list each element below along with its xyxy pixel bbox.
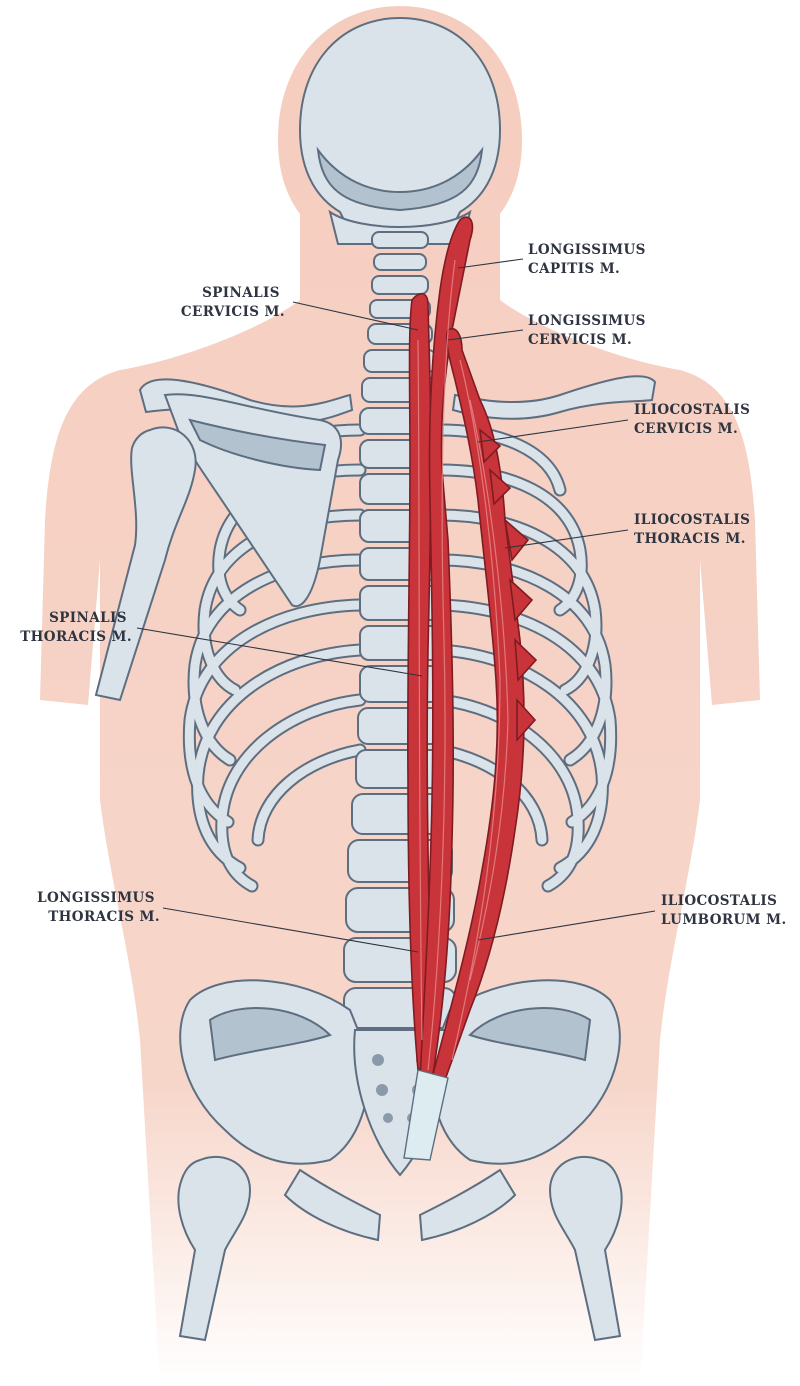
leader-spinalis-thoracis [136, 627, 423, 677]
leader-spinalis-cervicis [292, 301, 419, 331]
labels: LONGISSIMUS CAPITIS M. SPINALIS CERVICIS… [20, 242, 786, 928]
erector-tendon [403, 1069, 449, 1161]
label-longissimus-thoracis: LONGISSIMUS THORACIS M. [37, 890, 160, 925]
left-humerus [94, 426, 197, 702]
pelvis [179, 979, 621, 1242]
erector-spinae-muscles [403, 216, 538, 1161]
label-longissimus-cervicis: LONGISSIMUS CERVICIS M. [528, 313, 651, 348]
label-iliocostalis-cervicis: ILIOCOSTALIS CERVICIS M. [634, 402, 755, 437]
label-iliocostalis-lumborum: ILIOCOSTALIS LUMBORUM M. [661, 893, 787, 928]
leader-iliocostalis-thoracis [504, 529, 629, 549]
skull [298, 16, 502, 245]
leader-lines [136, 258, 656, 953]
leader-longissimus-cervicis [447, 329, 524, 341]
label-spinalis-thoracis: SPINALIS THORACIS M. [20, 610, 132, 645]
label-longissimus-capitis: LONGISSIMUS CAPITIS M. [528, 242, 651, 277]
left-scapula [163, 393, 342, 608]
leader-iliocostalis-cervicis [477, 419, 629, 443]
femurs [177, 1155, 623, 1342]
leader-longissimus-thoracis [162, 907, 419, 953]
label-spinalis-cervicis: SPINALIS CERVICIS M. [181, 285, 285, 320]
leader-longissimus-capitis [457, 258, 524, 269]
label-iliocostalis-thoracis: ILIOCOSTALIS THORACIS M. [634, 512, 755, 547]
leader-iliocostalis-lumborum [477, 910, 656, 941]
